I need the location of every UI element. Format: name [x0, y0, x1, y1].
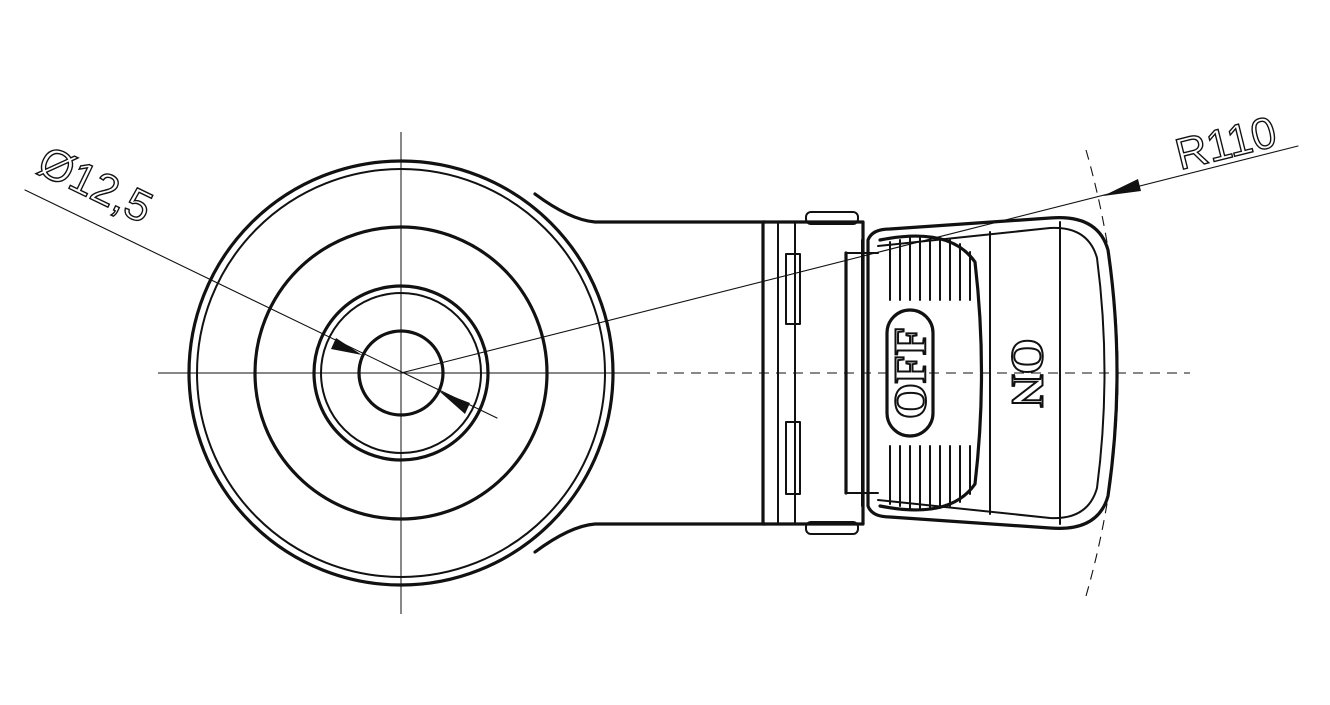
- dim-arrow-upper: [331, 338, 362, 355]
- radius-arrow: [1103, 179, 1141, 196]
- connecting-arm: [533, 192, 767, 554]
- off-label-frame: [885, 308, 935, 438]
- diameter-label: Ø12,5: [31, 137, 160, 233]
- on-label: ON: [1003, 339, 1054, 408]
- dim-arrow-lower: [439, 391, 470, 414]
- off-label: OFF: [885, 327, 936, 419]
- radius-arc: [1085, 149, 1119, 597]
- ridges-top: [889, 236, 971, 301]
- switch-housing: [761, 211, 865, 535]
- radius-label: R110: [1171, 108, 1282, 180]
- rocker-paddle: OFF ON: [844, 216, 1119, 530]
- ridges-bottom: [889, 445, 971, 510]
- diameter-dimension: Ø12,5: [24, 136, 498, 419]
- round-body: [187, 159, 615, 587]
